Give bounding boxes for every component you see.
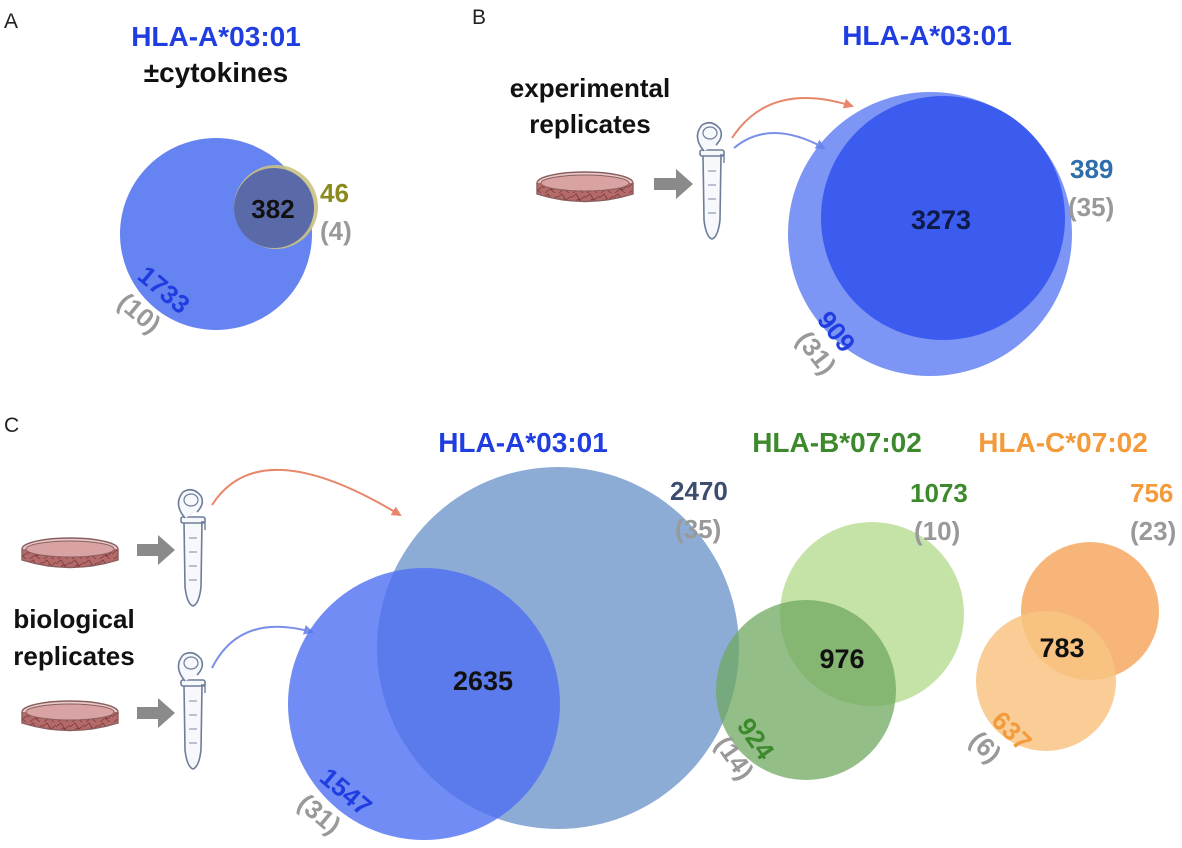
- panel-b-title: HLA-A*03:01: [842, 20, 1012, 51]
- panel-a-subtitle: ±cytokines: [144, 57, 289, 88]
- panel-c-label-line1: biological: [13, 604, 134, 634]
- panel-c-b-title: HLA-B*07:02: [752, 427, 922, 458]
- panel-b-petri-dish-icon: [536, 171, 634, 203]
- panel-c-a-right-count: 2470: [670, 476, 728, 506]
- panel-b-arrow-red: [731, 96, 854, 139]
- panel-c-a-title: HLA-A*03:01: [438, 427, 608, 458]
- panel-b-right-sub: (35): [1068, 192, 1114, 222]
- panel-b-tube-icon: [696, 121, 725, 240]
- panel-b-arrow-icon: [654, 169, 693, 199]
- panel-c-arrow-red: [211, 469, 402, 517]
- panel-c-c-title: HLA-C*07:02: [978, 427, 1148, 458]
- panel-c-tube-top-icon: [177, 488, 206, 607]
- panel-c-c-right-count: 756: [1130, 478, 1173, 508]
- panel-c-b-overlap-count: 976: [819, 644, 864, 674]
- panel-c-b-circle-left: [716, 600, 896, 780]
- panel-c-b-right-sub: (10): [914, 516, 960, 546]
- panel-letter-b: B: [472, 6, 486, 29]
- panel-b-arrow-blue: [733, 132, 826, 149]
- panel-c-arrow-bottom-icon: [137, 698, 175, 728]
- panel-b-right-count: 389: [1070, 154, 1113, 184]
- panel-c-petri-dish-bottom-icon: [21, 700, 119, 732]
- panel-c-c-overlap-count: 783: [1039, 633, 1084, 663]
- panel-a-right-sub: (4): [320, 216, 352, 246]
- panel-c-b-right-count: 1073: [910, 478, 968, 508]
- panel-c-petri-dish-top-icon: [21, 537, 119, 569]
- panel-a-overlap-region: [234, 168, 314, 248]
- panel-letter-a: A: [4, 10, 18, 33]
- panel-c-tube-bottom-icon: [177, 651, 206, 770]
- panel-c-c-circle-left: [976, 611, 1116, 751]
- panel-b-overlap-count: 3273: [911, 205, 971, 235]
- panel-b-label-line1: experimental: [510, 73, 670, 103]
- panel-b-label-line2: replicates: [529, 109, 650, 139]
- panel-c-label-line2: replicates: [13, 641, 134, 671]
- panel-c-a-overlap-count: 2635: [453, 666, 513, 696]
- panel-c-arrow-blue: [211, 625, 314, 669]
- panel-a-title: HLA-A*03:01: [131, 21, 301, 52]
- panel-c-c-right-sub: (23): [1130, 516, 1176, 546]
- panel-c-a-circle-left: [288, 568, 560, 840]
- panel-letter-c: C: [4, 414, 19, 437]
- panel-a-overlap-count: 382: [251, 194, 294, 224]
- panel-b-circle-inner: [821, 96, 1065, 340]
- panel-c-arrow-top-icon: [137, 535, 175, 565]
- panel-a-right-count: 46: [320, 178, 349, 208]
- panel-c-a-right-sub: (35): [675, 514, 721, 544]
